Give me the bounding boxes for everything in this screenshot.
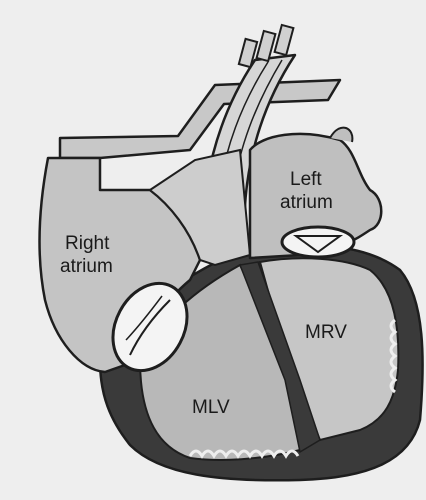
left-atrium-label-line1: Left bbox=[290, 169, 322, 190]
mrv-label: MRV bbox=[305, 322, 347, 343]
right-atrium-label-line2: atrium bbox=[60, 256, 113, 277]
left-atrium-label-line2: atrium bbox=[280, 192, 333, 213]
right-atrium-label-line1: Right bbox=[65, 233, 110, 254]
mlv-label: MLV bbox=[192, 397, 230, 418]
